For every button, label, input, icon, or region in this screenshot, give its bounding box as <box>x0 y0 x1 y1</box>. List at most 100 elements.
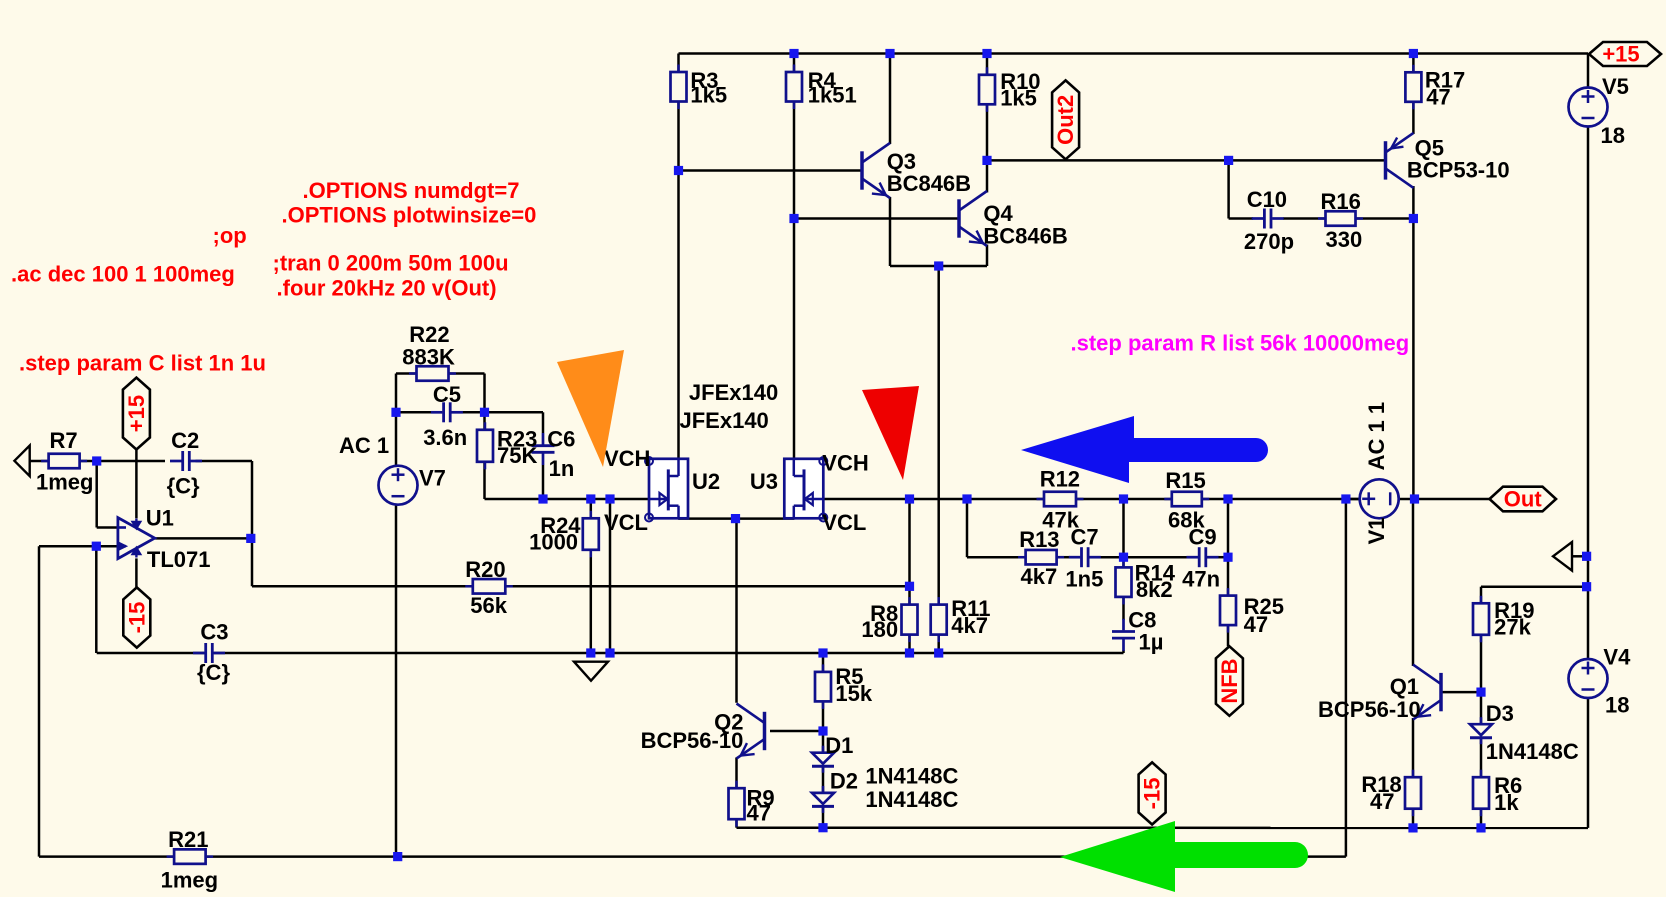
svg-text:27k: 27k <box>1494 615 1531 640</box>
svg-text:R12: R12 <box>1040 467 1080 492</box>
svg-text:JFEx140: JFEx140 <box>680 408 769 433</box>
svg-text:1k5: 1k5 <box>1000 86 1037 111</box>
svg-text:18: 18 <box>1601 123 1625 148</box>
svg-text:D1: D1 <box>825 733 853 758</box>
svg-text:1µ: 1µ <box>1139 630 1164 655</box>
svg-text:15k: 15k <box>835 681 872 706</box>
svg-text:R23: R23 <box>497 427 537 452</box>
svg-text:1000: 1000 <box>529 530 578 555</box>
svg-text:C10: C10 <box>1247 187 1287 212</box>
svg-text:18: 18 <box>1605 693 1629 718</box>
svg-text:VCL: VCL <box>822 510 866 535</box>
svg-text:1N4148C: 1N4148C <box>865 787 958 812</box>
svg-text:;op: ;op <box>213 223 247 248</box>
svg-text:BCP56-10: BCP56-10 <box>1318 697 1421 722</box>
svg-text:AC 1 1: AC 1 1 <box>1364 402 1389 470</box>
svg-text:47: 47 <box>1370 789 1394 814</box>
svg-text:1meg: 1meg <box>161 868 218 893</box>
svg-text:C6: C6 <box>547 427 575 452</box>
svg-text:{C}: {C} <box>167 473 200 498</box>
svg-text:V7: V7 <box>419 466 446 491</box>
svg-text:R14: R14 <box>1135 560 1176 585</box>
svg-text:U1: U1 <box>146 506 174 531</box>
svg-text:-15: -15 <box>124 602 149 634</box>
svg-text:R13: R13 <box>1019 527 1059 552</box>
svg-text:AC 1: AC 1 <box>339 433 389 458</box>
svg-text:47k: 47k <box>1042 508 1079 533</box>
svg-text:1k5: 1k5 <box>690 83 727 108</box>
svg-text:R17: R17 <box>1425 68 1465 93</box>
svg-text:R16: R16 <box>1321 189 1361 214</box>
svg-text:U3: U3 <box>750 469 778 494</box>
svg-text:-15: -15 <box>1140 778 1165 810</box>
svg-text:R24: R24 <box>540 513 581 538</box>
svg-text:1k51: 1k51 <box>808 83 857 108</box>
svg-text:R21: R21 <box>168 827 208 852</box>
svg-text:47: 47 <box>1244 612 1268 637</box>
svg-text:47: 47 <box>747 801 771 826</box>
svg-text:Out: Out <box>1504 487 1543 512</box>
svg-text:V4: V4 <box>1603 645 1631 670</box>
svg-text:R25: R25 <box>1244 594 1284 619</box>
svg-text:4k7: 4k7 <box>951 613 988 638</box>
svg-text:R11: R11 <box>951 596 990 621</box>
svg-text:VCH: VCH <box>604 446 650 471</box>
svg-text:47n: 47n <box>1182 567 1220 592</box>
svg-text:C5: C5 <box>433 382 461 407</box>
svg-text:TL071: TL071 <box>147 547 211 572</box>
svg-text:4k7: 4k7 <box>1021 564 1058 589</box>
svg-text:+15: +15 <box>1602 42 1639 67</box>
svg-text:Q1: Q1 <box>1390 674 1419 699</box>
svg-text:R18: R18 <box>1361 772 1401 797</box>
svg-text:R15: R15 <box>1165 468 1205 493</box>
svg-text:BC846B: BC846B <box>887 171 971 196</box>
svg-text:JFEx140: JFEx140 <box>689 380 778 405</box>
svg-text:BC846B: BC846B <box>983 223 1067 248</box>
svg-text:330: 330 <box>1326 227 1363 252</box>
svg-text:VCH: VCH <box>822 450 868 475</box>
svg-text:D2: D2 <box>830 768 858 793</box>
svg-text:1k: 1k <box>1494 790 1519 815</box>
svg-text:C9: C9 <box>1189 524 1217 549</box>
svg-text:56k: 56k <box>470 593 507 618</box>
svg-text:R6: R6 <box>1494 773 1522 798</box>
svg-text:1meg: 1meg <box>36 470 93 495</box>
svg-text:180: 180 <box>861 617 898 642</box>
svg-text:3.6n: 3.6n <box>423 425 467 450</box>
svg-text:Out2: Out2 <box>1053 95 1078 145</box>
svg-text:D3: D3 <box>1486 701 1514 726</box>
svg-text:1n5: 1n5 <box>1065 567 1103 592</box>
svg-text:75K: 75K <box>497 443 537 468</box>
svg-text:8k2: 8k2 <box>1136 577 1173 602</box>
svg-text:.step param R list 56k 10000me: .step param R list 56k 10000meg <box>1071 331 1410 356</box>
svg-text:VCL: VCL <box>604 510 648 535</box>
svg-text:.ac dec 100 1 100meg: .ac dec 100 1 100meg <box>11 262 235 287</box>
svg-text:BCP53-10: BCP53-10 <box>1407 158 1510 183</box>
svg-text:R4: R4 <box>808 68 837 93</box>
svg-text:C8: C8 <box>1128 608 1156 633</box>
svg-text:1N4148C: 1N4148C <box>865 764 958 789</box>
svg-text:R19: R19 <box>1494 598 1534 623</box>
svg-text:Q3: Q3 <box>887 149 916 174</box>
svg-text:+15: +15 <box>124 395 149 432</box>
svg-text:270p: 270p <box>1244 229 1294 254</box>
svg-text:.OPTIONS plotwinsize=0: .OPTIONS plotwinsize=0 <box>282 203 537 228</box>
svg-text:1N4148C: 1N4148C <box>1486 739 1579 764</box>
svg-text:R8: R8 <box>870 601 898 626</box>
svg-text:Q5: Q5 <box>1415 136 1444 161</box>
svg-text:.OPTIONS numdgt=7: .OPTIONS numdgt=7 <box>303 178 520 203</box>
svg-text:R22: R22 <box>409 322 449 347</box>
svg-text:C7: C7 <box>1071 524 1099 549</box>
svg-text:;tran 0 200m 50m 100u: ;tran 0 200m 50m 100u <box>273 251 509 276</box>
svg-text:C2: C2 <box>171 428 199 453</box>
svg-text:883K: 883K <box>402 344 455 369</box>
svg-text:U2: U2 <box>692 469 720 494</box>
svg-text:R20: R20 <box>465 557 505 582</box>
svg-text:C3: C3 <box>200 619 228 644</box>
svg-text:R9: R9 <box>747 785 775 810</box>
svg-text:BCP56-10: BCP56-10 <box>641 728 744 753</box>
svg-text:V1: V1 <box>1364 517 1389 544</box>
svg-text:R5: R5 <box>835 664 863 689</box>
svg-text:V5: V5 <box>1602 74 1629 99</box>
svg-text:Q2: Q2 <box>714 710 743 735</box>
